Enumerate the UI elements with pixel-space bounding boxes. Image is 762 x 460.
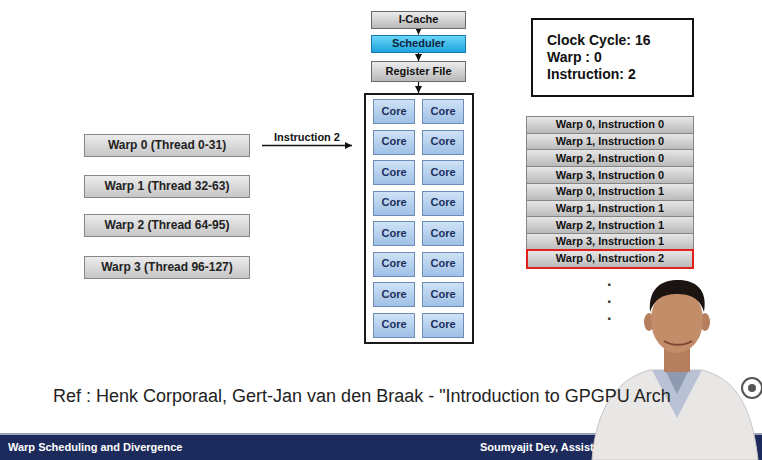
node-text: Core	[430, 196, 455, 209]
node-text: Warp : 0	[547, 49, 602, 66]
schedule-entry: Warp 1, Instruction 1	[526, 200, 694, 218]
node-text: Core	[430, 318, 455, 331]
continuation-dot: .	[607, 306, 611, 324]
core-box: Core	[373, 191, 415, 216]
node-text: Clock Cycle: 16	[547, 32, 651, 49]
connector-arrow	[262, 145, 352, 147]
footer-title: Warp Scheduling and Divergence	[8, 441, 182, 453]
node-text: Core	[381, 196, 406, 209]
core-box: Core	[373, 160, 415, 185]
footer-author: Soumyajit Dey, Assist	[480, 441, 594, 453]
core-box: Core	[422, 191, 464, 216]
reference-note: Ref : Henk Corporaal, Gert-Jan van den B…	[53, 386, 671, 407]
warp-box: Warp 0 (Thread 0-31)	[84, 134, 250, 157]
status-box: Clock Cycle: 16Warp : 0Instruction: 2	[531, 18, 694, 97]
core-box: Core	[373, 130, 415, 155]
node-text: Warp 0, Instruction 2	[556, 252, 664, 265]
core-box: Core	[373, 313, 415, 338]
node-text: Core	[381, 288, 406, 301]
node-text: Instruction: 2	[547, 66, 636, 83]
schedule-entry: Warp 1, Instruction 0	[526, 133, 694, 151]
node-text: Warp 1, Instruction 1	[556, 202, 664, 215]
node-text: Warp 2, Instruction 0	[556, 152, 664, 165]
node-text: Warp 3, Instruction 0	[556, 169, 664, 182]
node-text: Core	[381, 105, 406, 118]
node-text: Warp 0, Instruction 1	[556, 185, 664, 198]
institute-logo	[742, 378, 762, 398]
node-text: Warp 0 (Thread 0-31)	[108, 138, 226, 152]
schedule-entry: Warp 2, Instruction 0	[526, 149, 694, 167]
core-box: Core	[422, 130, 464, 155]
continuation-dot: .	[607, 289, 611, 307]
node-text: Warp 3 (Thread 96-127)	[101, 260, 233, 274]
core-box: Core	[422, 282, 464, 307]
schedule-entry: Warp 3, Instruction 0	[526, 166, 694, 184]
connector-arrow	[418, 53, 419, 62]
warp-box: Warp 2 (Thread 64-95)	[84, 214, 250, 237]
node-text: Core	[430, 166, 455, 179]
warp-box: Warp 1 (Thread 32-63)	[84, 175, 250, 198]
node-text: Warp 2, Instruction 1	[556, 219, 664, 232]
node-text: Core	[430, 227, 455, 240]
node-text: Core	[381, 135, 406, 148]
node-text: Core	[430, 105, 455, 118]
node-text: Core	[430, 135, 455, 148]
node-text: Core	[381, 227, 406, 240]
node-text: Core	[430, 257, 455, 270]
scheduler-box: Scheduler	[371, 35, 466, 53]
schedule-entry: Warp 0, Instruction 0	[526, 116, 694, 134]
presenter-figure	[592, 280, 758, 460]
node-text: Core	[381, 318, 406, 331]
node-text: Warp 3, Instruction 1	[556, 235, 664, 248]
node-text: Warp 1 (Thread 32-63)	[105, 179, 230, 193]
core-box: Core	[373, 221, 415, 246]
node-text: Core	[430, 288, 455, 301]
node-text: Warp 0, Instruction 0	[556, 118, 664, 131]
node-text: I-Cache	[399, 13, 439, 26]
node-text: Warp 1, Instruction 0	[556, 135, 664, 148]
node-text: Register File	[385, 65, 451, 78]
warp-box: Warp 3 (Thread 96-127)	[84, 256, 250, 279]
schedule-entry: Warp 0, Instruction 2	[526, 249, 694, 269]
continuation-dot: .	[607, 272, 611, 290]
core-array: CoreCoreCoreCoreCoreCoreCoreCoreCoreCore…	[364, 93, 474, 344]
core-box: Core	[422, 313, 464, 338]
core-box: Core	[422, 160, 464, 185]
edge-label: Instruction 2	[274, 131, 340, 143]
connector-arrow	[418, 82, 419, 93]
core-box: Core	[422, 252, 464, 277]
core-box: Core	[373, 99, 415, 124]
node-text: Core	[381, 257, 406, 270]
register-file-box: Register File	[371, 61, 466, 82]
core-box: Core	[422, 99, 464, 124]
core-box: Core	[422, 221, 464, 246]
schedule-entry: Warp 2, Instruction 1	[526, 216, 694, 234]
core-box: Core	[373, 282, 415, 307]
schedule-entry: Warp 0, Instruction 1	[526, 183, 694, 201]
node-text: Core	[381, 166, 406, 179]
node-text: Warp 2 (Thread 64-95)	[105, 218, 230, 232]
cache-box: I-Cache	[371, 11, 466, 29]
node-text: Scheduler	[392, 37, 445, 50]
core-box: Core	[373, 252, 415, 277]
